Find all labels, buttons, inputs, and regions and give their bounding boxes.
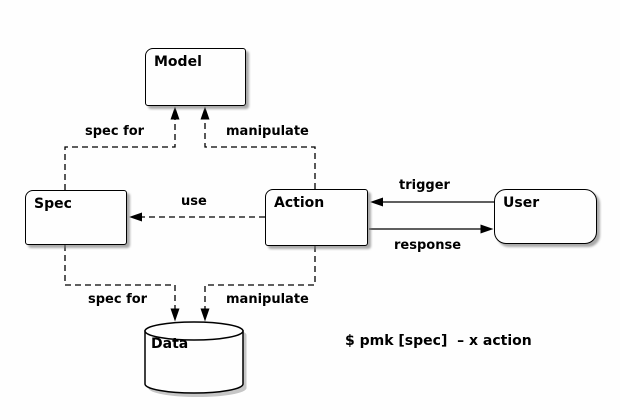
edge-action-to-spec	[129, 212, 265, 222]
node-user: User	[494, 189, 597, 244]
edge-spec-to-model	[64, 106, 180, 190]
node-model-label: Model	[154, 54, 202, 70]
edge-action-to-data-line	[204, 246, 316, 309]
edge-action-to-model	[200, 106, 316, 189]
arrowhead-left-icon	[370, 197, 383, 207]
command-caption: $ pmk [spec] – x action	[345, 333, 532, 349]
edge-action-to-user	[369, 224, 494, 234]
edge-spec-to-data-line	[64, 245, 176, 309]
edge-label-spec-for-top: spec for	[85, 124, 145, 139]
edge-label-response: response	[394, 238, 462, 253]
edge-action-to-model-line	[204, 119, 316, 189]
node-data-cylinder	[144, 321, 247, 397]
edge-label-manipulate-bottom: manipulate	[226, 292, 309, 307]
arrowhead-down-icon	[170, 308, 180, 322]
edge-label-use: use	[181, 194, 207, 209]
node-action: Action	[265, 189, 368, 246]
arrowhead-down-icon	[200, 308, 210, 322]
edge-label-spec-for-bottom: spec for	[88, 292, 148, 307]
arrowhead-up-icon	[200, 106, 210, 120]
arrowhead-left-icon	[129, 212, 142, 222]
edge-user-to-action	[370, 197, 494, 207]
node-spec: Spec	[25, 190, 127, 245]
node-model: Model	[145, 48, 246, 106]
edge-spec-to-data	[64, 245, 180, 322]
edge-label-trigger: trigger	[399, 178, 450, 193]
node-data-label: Data	[151, 336, 189, 352]
edge-action-to-data	[200, 246, 316, 322]
arrowhead-right-icon	[480, 224, 494, 234]
cylinder-body	[144, 330, 244, 394]
node-user-label: User	[503, 195, 540, 211]
cylinder-top	[144, 321, 244, 341]
arrowhead-up-icon	[170, 106, 180, 120]
node-action-label: Action	[274, 195, 325, 211]
node-spec-label: Spec	[34, 196, 72, 212]
edge-label-manipulate-top: manipulate	[226, 124, 309, 139]
edge-spec-to-model-line	[64, 119, 176, 190]
